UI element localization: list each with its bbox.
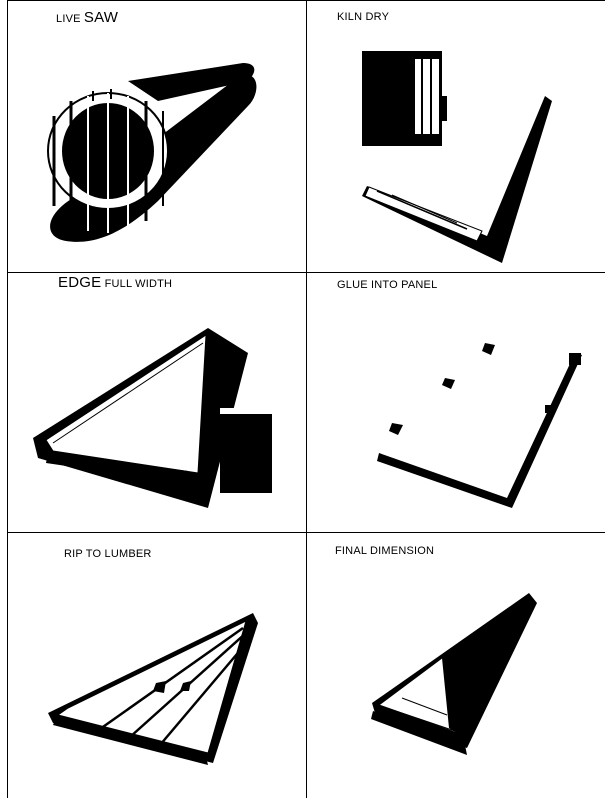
- ripped-lumber-illustration: [8, 533, 306, 798]
- panel-glue-into-panel: GLUE INTO PANEL: [307, 273, 605, 532]
- glued-panel-illustration: [307, 273, 605, 532]
- kiln-illustration: [307, 1, 605, 272]
- panel-kiln-dry: KILN DRY: [307, 1, 605, 272]
- edge-illustration: [8, 273, 306, 532]
- panel-final-dimension: FINAL DIMENSION: [307, 533, 605, 798]
- final-dimension-illustration: [307, 533, 605, 798]
- panel-live-saw: LIVE SAW: [8, 1, 306, 272]
- panel-edge-full-width: EDGE FULL WIDTH: [8, 273, 306, 532]
- log-illustration: [8, 1, 306, 272]
- panel-rip-to-lumber: RIP TO LUMBER: [8, 533, 306, 798]
